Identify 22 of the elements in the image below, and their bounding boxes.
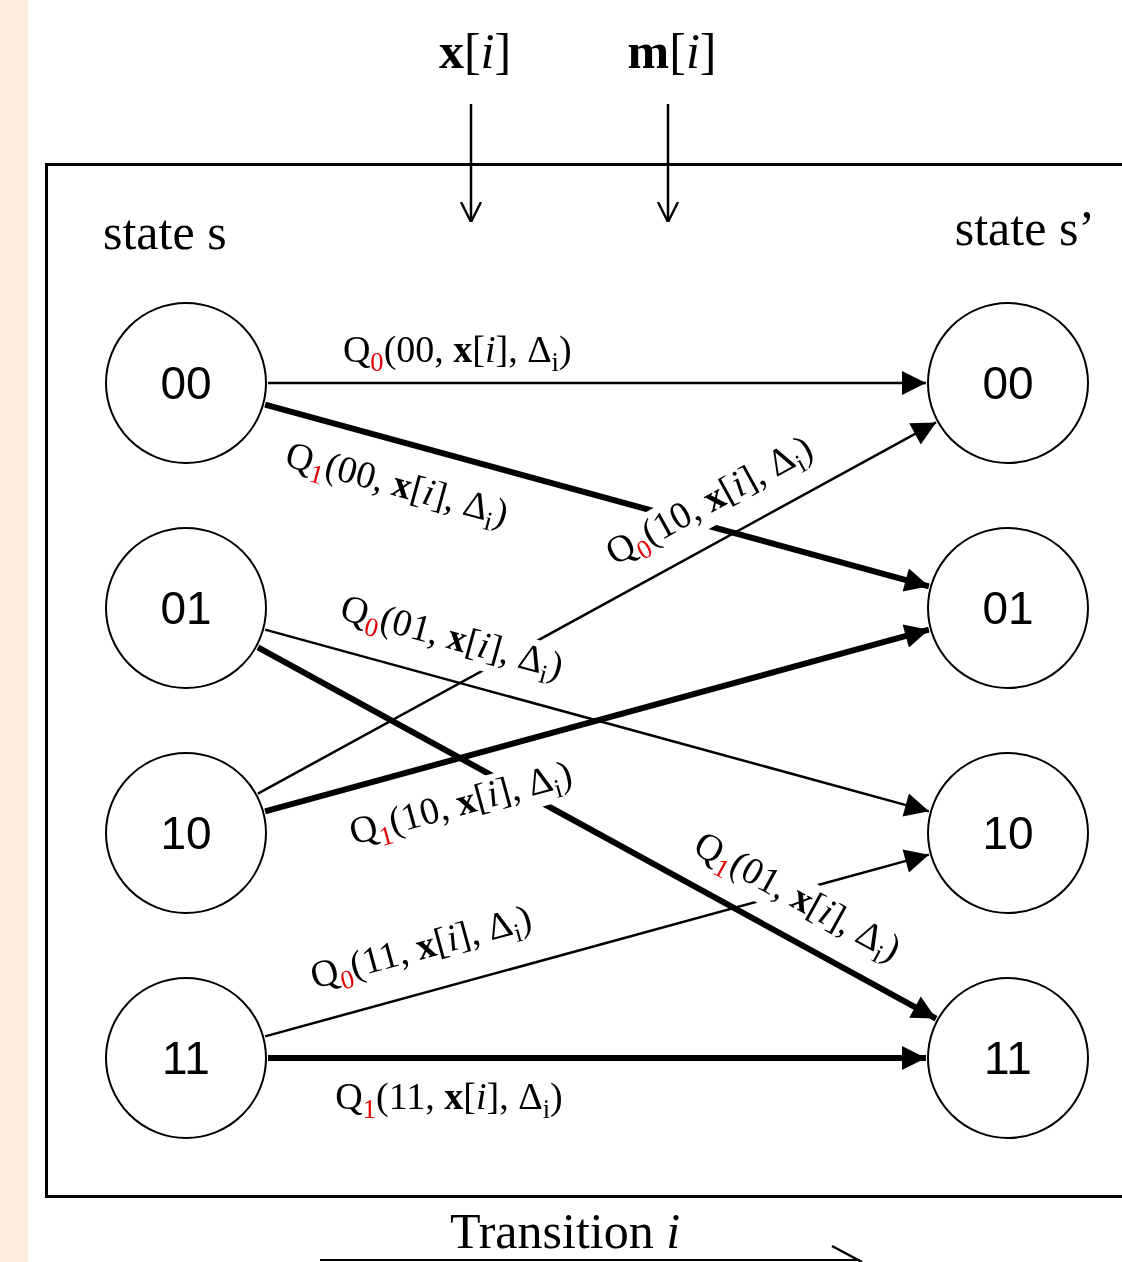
arrow: [459, 104, 483, 224]
arrow: [264, 849, 930, 1038]
arrow: [264, 401, 930, 592]
transition-frame: [45, 163, 1122, 1198]
arrow: [268, 1046, 926, 1070]
arrow: [268, 371, 926, 395]
signal-label: m[i]: [627, 22, 717, 81]
state-label: 10: [982, 806, 1034, 860]
column-heading: state s: [103, 207, 227, 257]
state-label: 11: [984, 1031, 1032, 1085]
state-label: 00: [982, 356, 1034, 410]
state-label: 00: [160, 356, 212, 410]
column-heading: state s’: [954, 203, 1095, 253]
signal-label: x[i]: [438, 22, 512, 81]
state-label: 01: [982, 581, 1034, 635]
state-label: 11: [162, 1031, 210, 1085]
caption: Transition i: [449, 1206, 681, 1256]
state-label: 01: [160, 581, 212, 635]
arrow: [656, 104, 680, 224]
state-label: 10: [160, 806, 212, 860]
arrow: [256, 644, 938, 1022]
arrow: [257, 421, 937, 795]
